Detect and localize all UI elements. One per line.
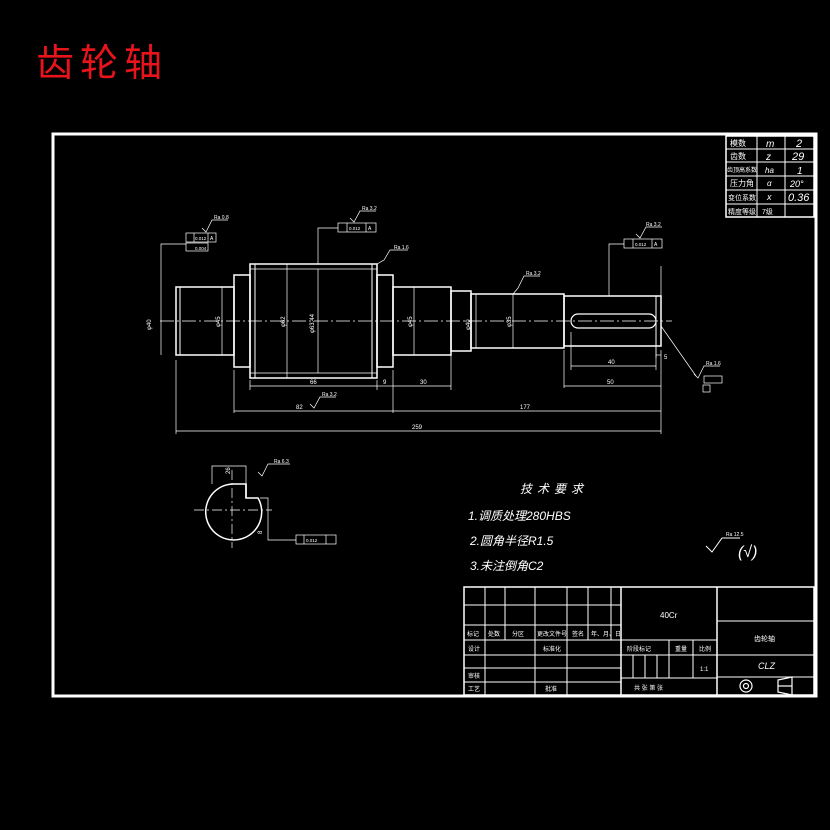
param-label: 齿顶高系数 [727,166,757,174]
dim-right-shoulder: φ45 [408,316,414,327]
ra-gear-top: Ra 3.2 [362,206,377,212]
length-dimension-lines [175,266,662,434]
ra-gear-right: Ra 1.6 [394,245,409,251]
gear-parameter-text: 模数 m 2 齿数 z 29 齿顶高系数 ha 1 压力角 α 20° 变位系数… [727,138,810,216]
tb-left-1: 审核 [468,672,480,680]
tb-scale-value: 1:1 [700,667,709,673]
section-text: 26 8 Ra 6.3 0.012 [226,459,318,543]
tol-gear: 0.012 [349,226,361,231]
tb-left-2: 工艺 [468,685,480,693]
param-label: 模数 [730,138,746,148]
tb-header-5: 年、月、日 [591,630,621,638]
gear-parameter-table [725,135,815,218]
dim-gear-tip: φ63.44 [310,313,316,333]
tol-cyl: 0.004 [195,246,207,251]
datum-shaft-end: A [654,242,658,248]
dim-177: 177 [520,405,531,411]
dim-gear-length: 66 [310,380,317,386]
general-roughness: Ra 12.5 (√) [705,532,757,561]
param-symbol: m [766,139,774,150]
tech-item-3: 3.未注倒角C2 [470,559,544,573]
param-symbol: x [766,192,772,202]
dim-gear: φ62 [281,316,287,327]
title-block-text: 40Cr 齿轮轴 CLZ 标记 处数 分区 更改文件号 签名 年、月、日 设计 … [467,611,776,693]
datum-left: A [210,236,214,242]
dim-key-width: 8 [258,530,264,534]
dim-left-journal: φ40 [147,319,153,330]
dim-shaft-end: φ35 [507,316,513,327]
annotation-text: Ra 0.8 0.012 A 0.004 Ra 3.2 0.012 A Ra 1… [195,206,721,398]
tb-header-1: 处数 [488,630,500,638]
param-label: 齿数 [730,151,746,161]
tb-header-3: 更改文件号 [537,630,567,638]
drawing-title: 齿轮轴 [36,41,169,85]
param-value: 20° [789,179,804,189]
tol-left: 0.012 [195,236,207,241]
tb-header-2: 分区 [512,630,524,638]
dim-5: 5 [664,355,668,361]
ra-section: Ra 6.3 [274,459,289,465]
tb-left-0: 设计 [468,645,480,653]
param-value: 1 [797,166,803,177]
param-label: 精度等级 [728,207,756,216]
tb-header-4: 签名 [572,630,584,638]
tech-item-1: 1.调质处理280HBS [468,509,571,523]
dim-bearing: φ40 [466,319,472,330]
tol-shaft-end: 0.012 [635,242,647,247]
tb-mid-1: 批准 [545,685,557,693]
dim-50: 50 [607,380,614,386]
ra-general-symbol: (√) [738,544,757,561]
dim-82: 82 [296,405,303,411]
technical-requirements: 技术要求 1.调质处理280HBS 2.圆角半径R1.5 3.未注倒角C2 [468,482,588,573]
title-block [463,586,815,696]
tb-mid-0: 标准化 [543,645,561,653]
dim-9: 9 [383,380,387,386]
diameter-labels: φ40 φ45 φ62 φ63.44 φ45 φ40 φ35 [147,313,513,333]
datum-gear: A [368,226,372,232]
tb-scale-label: 比例 [699,645,711,653]
dim-left-shoulder: φ45 [216,316,222,327]
param-symbol: ha [765,166,774,175]
length-labels: 66 30 9 82 177 259 40 50 5 [296,355,668,431]
tb-drawing-no: CLZ [758,661,776,671]
param-value: 2 [795,138,802,150]
ra-middle: Ra 3.2 [526,271,541,277]
param-symbol: 7级 [762,207,773,216]
tb-part-name: 齿轮轴 [754,634,775,643]
dim-keyway-length: 40 [608,360,615,366]
param-value: 29 [791,151,804,163]
ra-general: Ra 12.5 [726,532,744,538]
tb-sheets: 共 张 第 张 [634,684,663,692]
ra-keyway: Ra 1.6 [706,361,721,367]
tb-weight-label: 重量 [675,645,687,653]
dim-total: 259 [412,425,423,431]
ra-shaft-end: Ra 3.2 [646,222,661,228]
param-symbol: α [767,179,772,188]
tech-heading: 技术要求 [520,482,588,496]
projection-symbol-icon [739,676,793,696]
param-label: 变位系数 [728,193,756,202]
param-symbol: z [765,152,771,163]
diameter-dimension-lines [160,264,514,378]
keyway-section-view [194,463,337,548]
annotation-leaders [160,210,723,409]
tb-material: 40Cr [660,611,678,620]
param-value: 0.36 [788,192,810,204]
tb-stage-label: 阶段标记 [627,645,651,653]
sheet-border [51,132,818,698]
ra-left: Ra 0.8 [214,215,229,221]
ra-82: Ra 3.2 [322,392,337,398]
param-label: 压力角 [730,178,754,188]
dim-key-depth: 26 [226,467,232,474]
tol-section: 0.012 [306,538,318,543]
tech-item-2: 2.圆角半径R1.5 [469,534,554,548]
dim-30: 30 [420,380,427,386]
tb-header-0: 标记 [467,630,479,638]
